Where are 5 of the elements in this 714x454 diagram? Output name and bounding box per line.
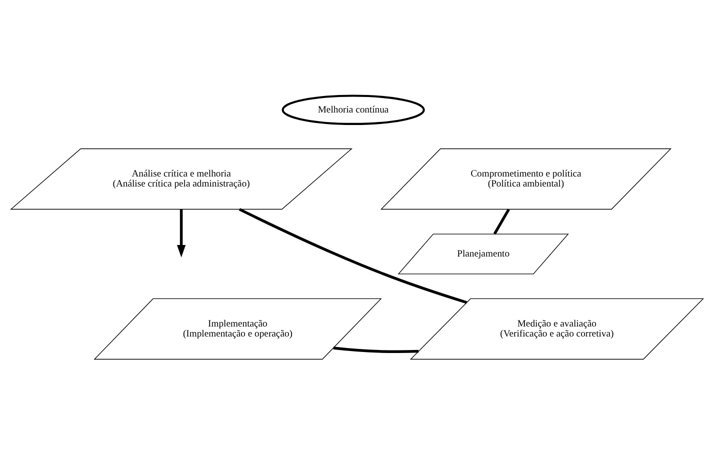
arrow (176, 208, 186, 257)
connector (493, 208, 510, 234)
connector (333, 346, 419, 353)
connector (238, 208, 468, 304)
node-ellipse: Melhoria contínua (282, 94, 425, 124)
